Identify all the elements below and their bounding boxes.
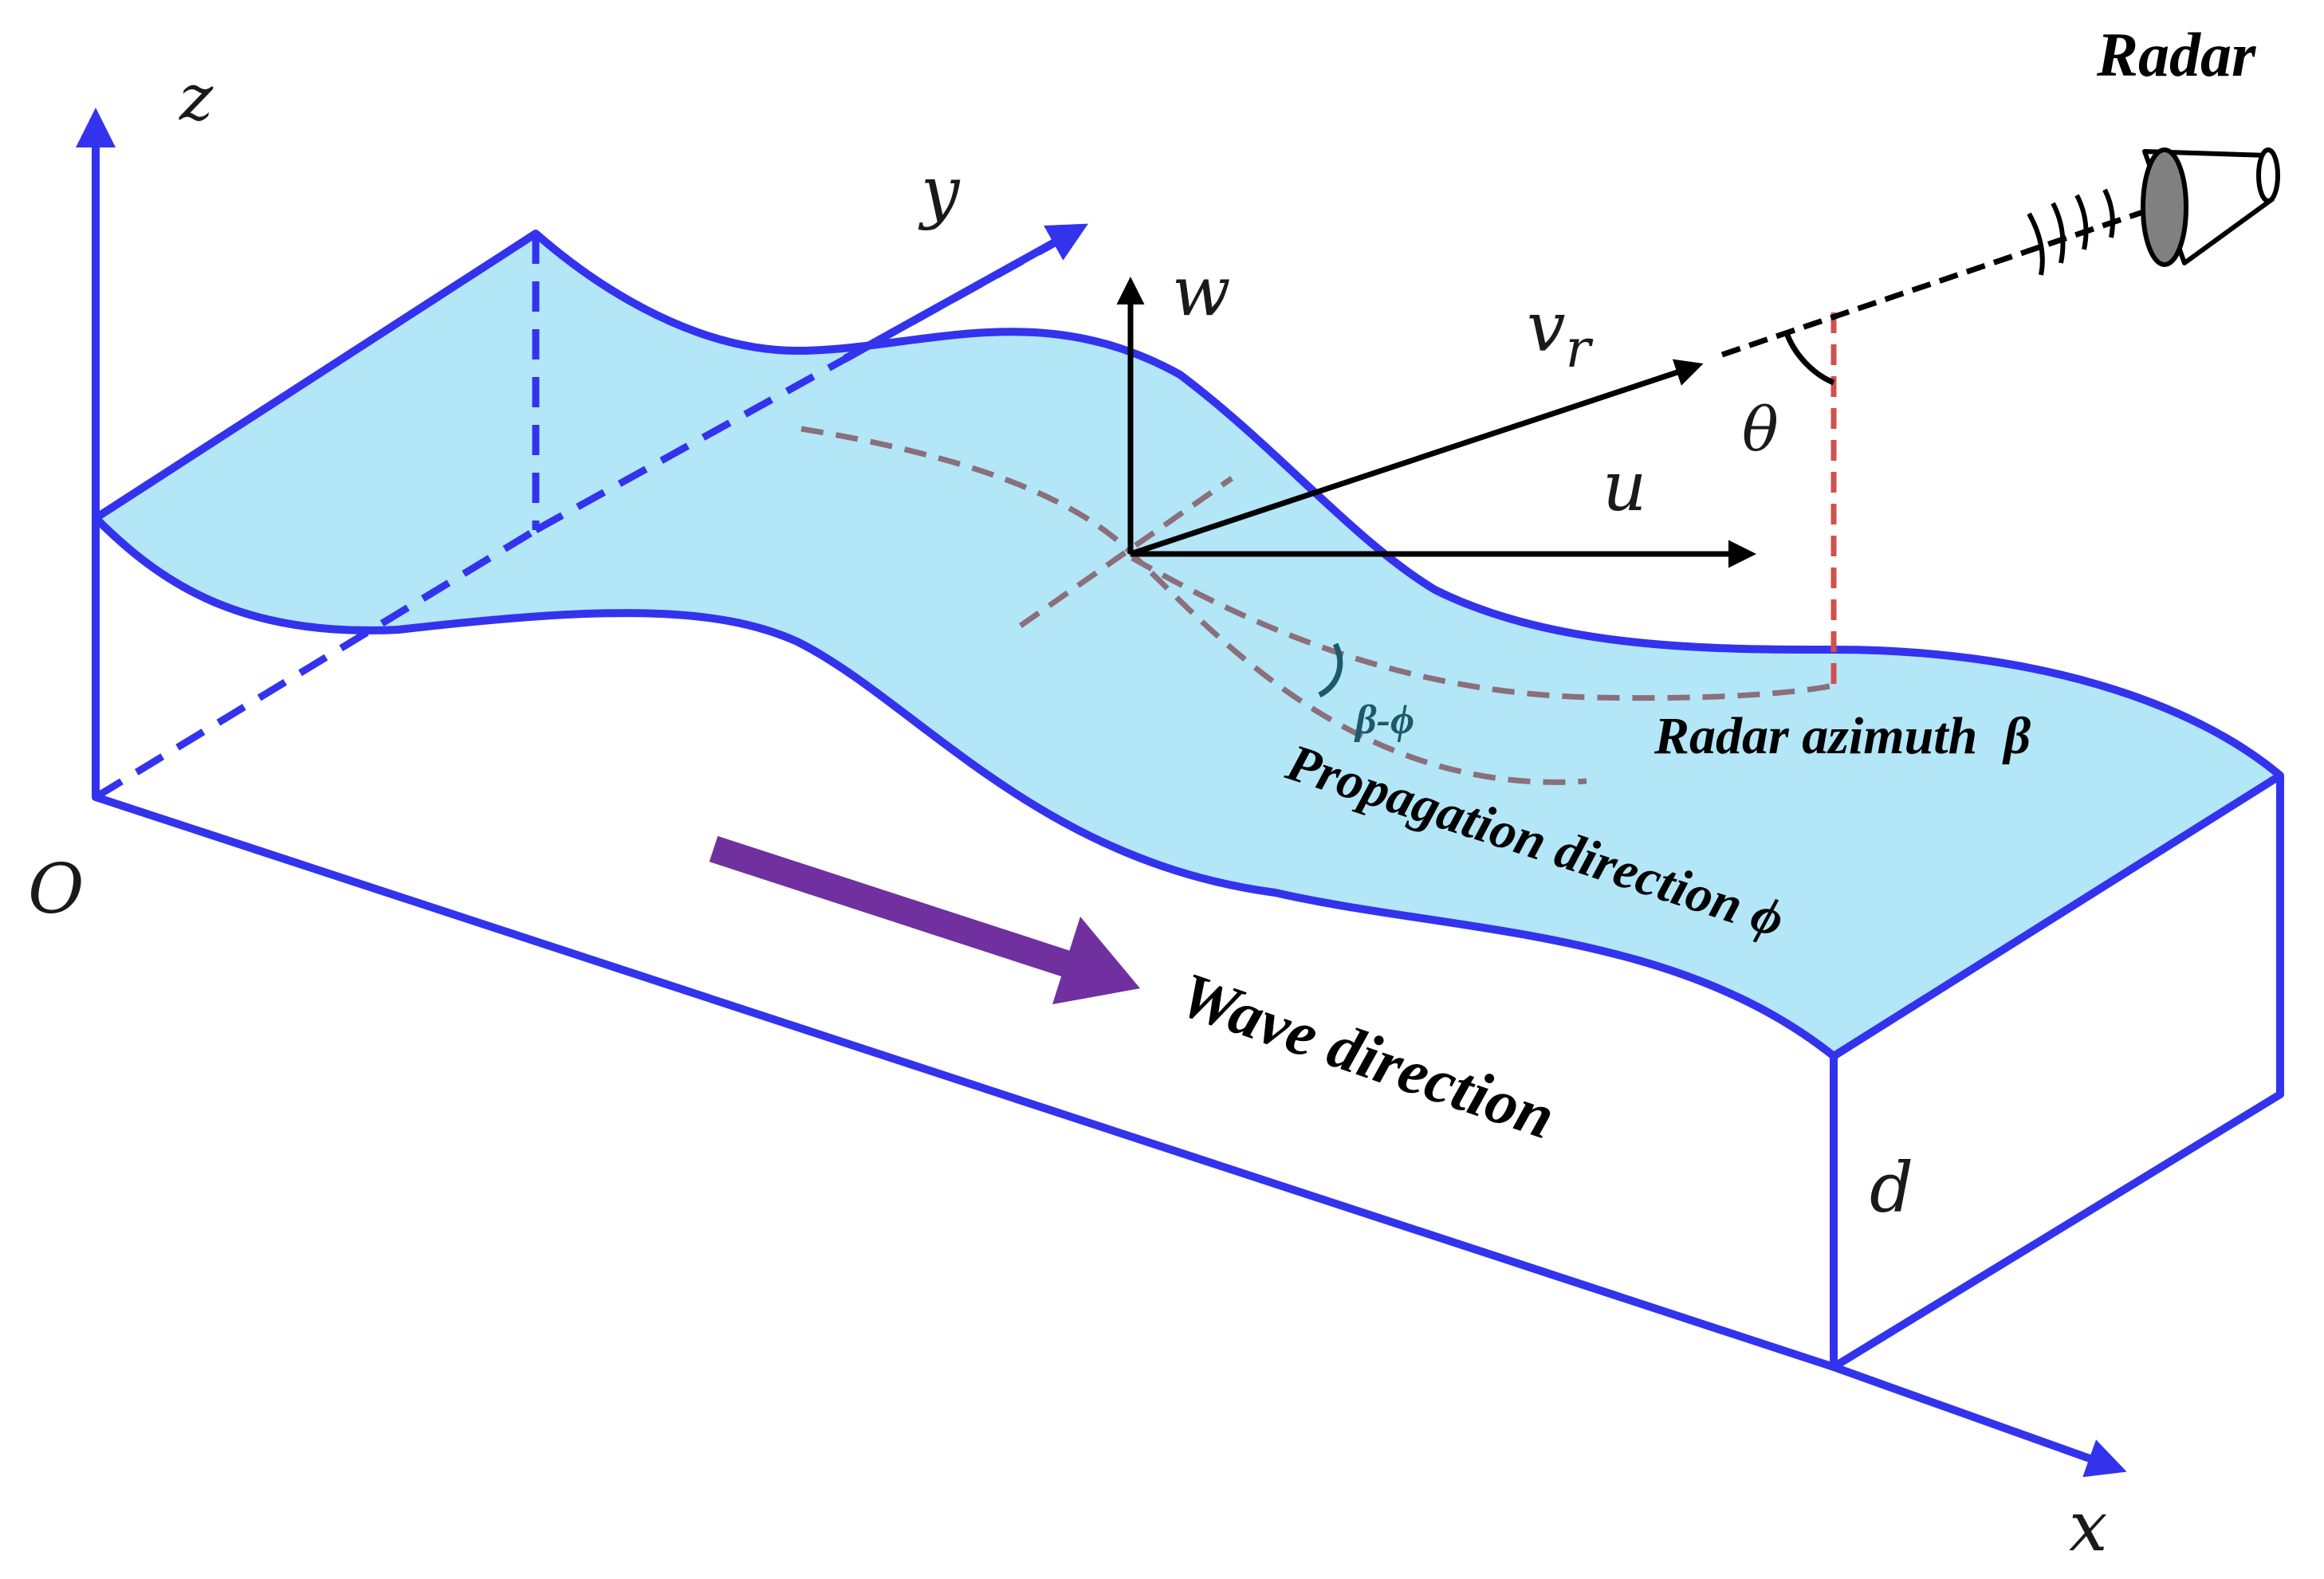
y-axis-arrow-tip: [843, 223, 1088, 363]
theta-label: θ: [1742, 394, 1779, 465]
beam-wave-2: [2051, 202, 2066, 264]
radar-azimuth-label: Radar azimuth β: [1654, 707, 2031, 765]
vr-label-base: v: [1527, 288, 1566, 367]
beam-wave-1: [2027, 212, 2045, 276]
vr-vector: [1129, 359, 1704, 557]
radar-label: Radar: [2096, 20, 2256, 89]
radar-horn-icon: [2141, 147, 2280, 267]
theta-angle-arc: [1783, 329, 1835, 386]
vr-label-sub: r: [1566, 318, 1594, 379]
beam-wave-4: [2102, 188, 2115, 238]
y-axis-arrow: [533, 228, 1079, 533]
water-surface: [92, 230, 2284, 1060]
propagation-curve: [800, 426, 1587, 785]
crosshair-diagonal: [1018, 476, 1234, 628]
beta-phi-angle-arc: [1318, 642, 1343, 698]
depth-label: d: [1870, 1149, 1913, 1228]
right-face-edges: [1831, 776, 2284, 1371]
vr-label: vr: [1527, 288, 1594, 379]
w-label: w: [1172, 252, 1231, 332]
x-axis-label: x: [2069, 1487, 2108, 1567]
beta-phi-label: β-ϕ: [1354, 697, 1414, 743]
radar-beam: [1720, 206, 2154, 358]
x-axis-arrow: [1832, 1363, 2127, 1478]
hidden-base-edge: [93, 527, 538, 800]
z-axis-label: z: [179, 61, 214, 135]
beam-wave-3: [2074, 194, 2089, 250]
y-axis-label: y: [918, 152, 961, 232]
origin-label: O: [28, 850, 85, 929]
wave-direction-arrow: [709, 835, 1140, 1004]
wave-direction-label: Wave direction: [1171, 960, 1563, 1153]
azimuth-curve: [1131, 555, 1834, 701]
u-label: u: [1602, 447, 1646, 527]
